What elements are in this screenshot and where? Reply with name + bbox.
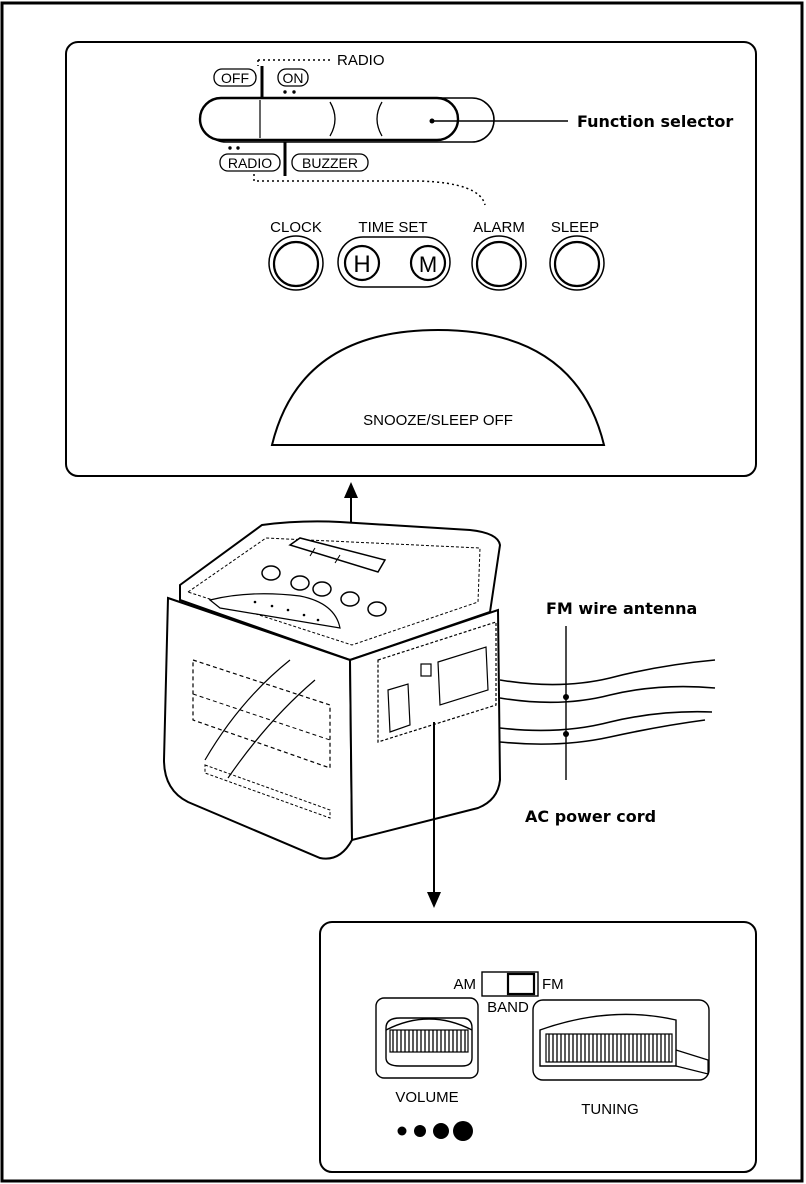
- function-selector-label: Function selector: [577, 112, 733, 131]
- radio-dot-left: [228, 146, 232, 150]
- snooze-sleep-off-button[interactable]: [270, 328, 606, 446]
- clock-button[interactable]: [268, 235, 324, 291]
- minute-button-label: M: [419, 252, 437, 277]
- hour-button[interactable]: H: [343, 244, 381, 282]
- unit-front-slot: [204, 764, 331, 819]
- unit-front-face: [162, 596, 354, 860]
- hour-button-label: H: [353, 251, 370, 278]
- selector-groove-2: [329, 101, 336, 137]
- down-arrow-head: [427, 892, 441, 908]
- unit-selector-groove-1: [309, 547, 316, 557]
- snooze-sleep-off-label: SNOOZE/SLEEP OFF: [363, 412, 513, 429]
- alarm-button[interactable]: [471, 235, 527, 291]
- unit-snooze-dome: [208, 593, 341, 629]
- unit-side-band-switch: [420, 663, 432, 677]
- clock-label: CLOCK: [270, 219, 322, 236]
- unit-button-1: [261, 565, 281, 581]
- clock-radio-unit: [162, 520, 716, 860]
- on-label: ON: [283, 70, 304, 86]
- unit-selector-groove-2: [334, 554, 341, 564]
- radio-dotted-leader: [257, 59, 333, 66]
- selector-slider[interactable]: [198, 96, 460, 142]
- sleep-label: SLEEP: [551, 219, 599, 236]
- ac-cord-label: AC power cord: [525, 807, 656, 826]
- unit-top-selector: [288, 537, 387, 573]
- unit-button-3: [312, 581, 332, 597]
- fm-antenna-wire-bottom: [499, 685, 716, 704]
- function-selector-switch[interactable]: [198, 96, 495, 143]
- ac-cord-bottom: [499, 719, 706, 745]
- off-label-pill: [213, 68, 257, 87]
- fm-antenna-callout-dot: [563, 694, 569, 700]
- volume-housing: [375, 997, 479, 1079]
- bottom-panel-border: [319, 921, 757, 1173]
- unit-reflection-2: [227, 679, 316, 779]
- fm-label: FM: [542, 976, 564, 993]
- tuning-housing: [532, 999, 710, 1081]
- buzzer-label-pill: [291, 153, 369, 172]
- volume-level-dots: [397, 1121, 473, 1141]
- on-dot-left: [283, 90, 287, 94]
- volume-dot-4: [453, 1121, 473, 1141]
- unit-display-window: [192, 659, 331, 769]
- unit-display-divider: [192, 693, 331, 741]
- alarm-label: ALARM: [473, 219, 525, 236]
- unit-indicator-dot-5: [316, 618, 320, 622]
- unit-reflection-1: [204, 659, 291, 761]
- minute-button[interactable]: M: [409, 244, 447, 282]
- ac-cord-top: [499, 710, 713, 732]
- unit-button-4: [340, 591, 360, 607]
- time-set-label: TIME SET: [358, 219, 427, 236]
- volume-wheel[interactable]: [385, 1017, 473, 1067]
- ac-cord-callout-dot: [563, 731, 569, 737]
- fm-antenna-wire-top: [499, 659, 716, 686]
- off-label: OFF: [221, 70, 249, 86]
- bottom-control-panel: AM FM BAND VOLUME TUNING: [319, 921, 757, 1173]
- unit-indicator-dot-3: [286, 608, 290, 612]
- unit-indicator-dot-1: [253, 600, 257, 604]
- band-label: BAND: [487, 999, 529, 1016]
- up-arrow-head: [344, 482, 358, 498]
- radio-bottom-label: RADIO: [228, 155, 272, 171]
- radio-top-label: RADIO: [337, 52, 385, 69]
- unit-top-recess: [186, 537, 481, 646]
- top-panel-border: [65, 41, 757, 477]
- selector-pointer-dot: [429, 118, 435, 124]
- unit-button-5: [367, 601, 387, 617]
- band-switch[interactable]: [481, 971, 539, 997]
- unit-button-2: [290, 575, 310, 591]
- volume-dot-3: [433, 1123, 449, 1139]
- radio-dot-right: [236, 146, 240, 150]
- am-label: AM: [454, 976, 477, 993]
- tuning-wheel[interactable]: [539, 1013, 709, 1075]
- alarm-dotted-leader: [253, 174, 486, 206]
- unit-side-volume-wheel: [387, 683, 411, 733]
- fm-antenna-label: FM wire antenna: [546, 599, 697, 618]
- time-set-housing: [337, 236, 451, 288]
- unit-side-tuning-wheel: [437, 646, 489, 706]
- selector-groove-3: [376, 101, 383, 137]
- unit-indicator-dot-4: [302, 613, 306, 617]
- unit-indicator-dot-2: [270, 604, 274, 608]
- sleep-button[interactable]: [549, 235, 605, 291]
- volume-dot-1: [397, 1126, 407, 1136]
- buzzer-label: BUZZER: [302, 155, 358, 171]
- volume-label: VOLUME: [395, 1089, 458, 1106]
- on-label-pill: [277, 68, 309, 87]
- tuning-label: TUNING: [581, 1101, 639, 1118]
- unit-top-face: [179, 520, 502, 662]
- radio-label-pill: [219, 153, 281, 172]
- top-control-panel: RADIO OFF ON Function selector RADIO BUZ…: [65, 41, 757, 477]
- on-dot-right: [292, 90, 296, 94]
- volume-dot-2: [414, 1125, 426, 1137]
